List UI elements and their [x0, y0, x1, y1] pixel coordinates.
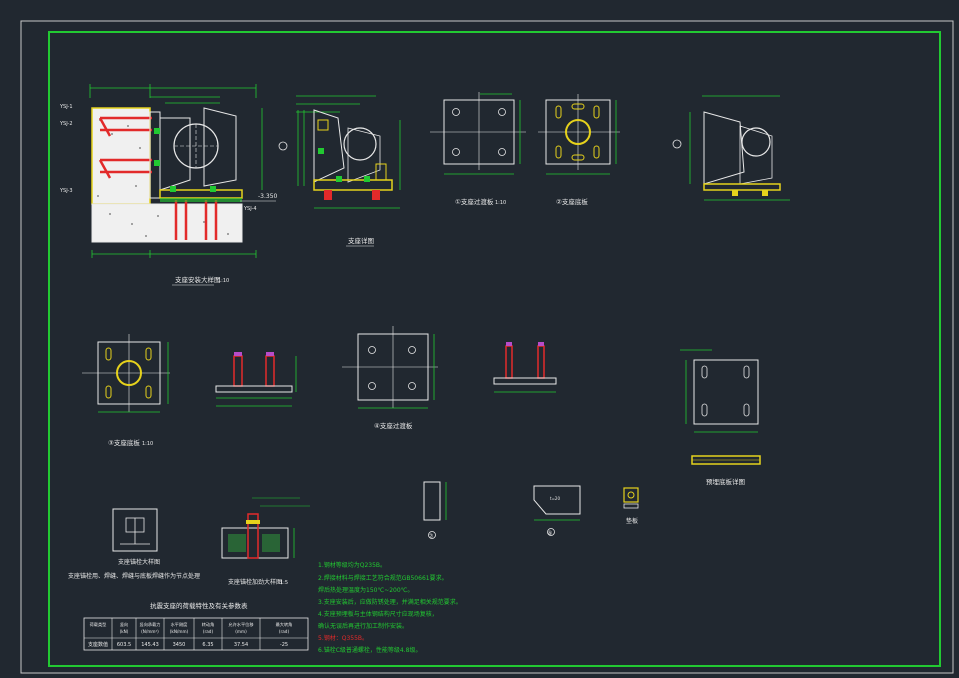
- parameter-table: 抗震支座的荷载特性及有关参数表 荷载类型 竖向 (kN) 竖向承载力(N/mm²) 水平…: [83, 601, 309, 651]
- svg-text:YSJ-4: YSJ-4: [243, 206, 257, 212]
- seal-detail-view: 支座锚栓大样图 支座锚栓用、焊缝、焊缝与底板焊缝作为节点处理: [68, 508, 200, 580]
- table-cell: 37.54: [234, 642, 248, 648]
- title-bolt-pocket: 支座锚栓加劲大样图: [228, 578, 282, 586]
- caption-note: 支座锚栓用、焊缝、焊缝与底板焊缝作为节点处理: [68, 572, 200, 580]
- pipe-section-3: [741, 127, 771, 157]
- svg-text:YSJ-1: YSJ-1: [59, 104, 73, 110]
- drawing-frame: [48, 31, 941, 667]
- scale-bolt-pocket: 1:5: [280, 580, 288, 586]
- note-1: 1.钢材等级均为Q235B。: [318, 561, 386, 569]
- table-header-cell: 荷载类型: [90, 621, 107, 628]
- side-detail-view: [672, 95, 790, 201]
- plate-1-plan-view: ①支座过渡板 1:10: [430, 92, 526, 206]
- table-header-cell: 最大转角: [276, 621, 293, 628]
- concrete-base: [91, 203, 243, 243]
- plate-2-plan-view: ②支座底板: [538, 94, 620, 206]
- scale-plate-a: 1:10: [495, 200, 506, 206]
- pipe-section-2: [343, 127, 377, 161]
- table-header-cell: (rad): [279, 629, 290, 634]
- table-header-cell: (N/mm²): [141, 629, 159, 634]
- table-cell: 145.43: [141, 642, 159, 648]
- title-seal-detail: 支座锚栓大样图: [118, 558, 160, 566]
- title-washer: 垫板: [626, 517, 638, 525]
- table-header-cell: 水平刚度: [171, 621, 189, 628]
- title-plate-d: ④支座过渡板: [374, 421, 413, 430]
- table-header-cell: 转动角: [202, 621, 215, 628]
- svg-text:YSJ-3: YSJ-3: [59, 188, 73, 194]
- table-cell: 6.35: [202, 642, 213, 648]
- embed-plate-view: 预埋底板详图: [680, 349, 761, 486]
- bolt-elevation-1: [215, 352, 297, 407]
- bolt-elevation-2: [493, 342, 557, 393]
- stiffener-8-view: t=20 ⑧: [533, 485, 581, 537]
- support-detail-view: 支座详图: [278, 95, 401, 247]
- table-header-cell: (rad): [203, 629, 214, 634]
- table-header-cell: (kN/mm): [170, 629, 189, 634]
- plate-4-plan-view: ④支座过渡板: [342, 326, 438, 430]
- title-support-elevation: 支座安装大样图: [175, 275, 221, 284]
- note-8: 6.锚栓C级普通螺栓，性能等级4.8级。: [318, 646, 421, 654]
- note-7: 5.钢材：Q355B。: [318, 634, 368, 642]
- table-header-cell: 允许水平位移: [228, 621, 253, 628]
- support-elevation-view: YSJ-1 YSJ-2 YSJ-3 YSJ-4 -3.350 支座安装大样图 1…: [59, 84, 278, 286]
- svg-text:YSJ-2: YSJ-2: [59, 121, 73, 127]
- table-header-cell: (mm): [235, 629, 247, 634]
- scale-support-elevation: 1:10: [218, 278, 229, 284]
- title-plate-c: ③支座底板: [108, 438, 140, 447]
- note-6: 确认无误后再进行加工制作安装。: [318, 622, 408, 630]
- note-2: 2.焊接材料与焊接工艺符合规范GB50661要求。: [318, 574, 448, 582]
- note-4: 3.支座安装后，应做防锈处理，并满足相关规范要求。: [318, 598, 462, 606]
- general-notes: 1.钢材等级均为Q235B。 2.焊接材料与焊接工艺符合规范GB50661要求。…: [318, 561, 462, 654]
- washer-view: 垫板: [623, 487, 639, 525]
- sheet-border: [20, 20, 954, 674]
- table-header-cell: 竖向承载力: [140, 621, 161, 628]
- scale-plate-c: 1:10: [142, 441, 153, 447]
- title-stiffener-7: ⑦: [428, 533, 434, 540]
- title-plate-b: ②支座底板: [556, 197, 588, 206]
- plate-3-plan-view: ③支座底板 1:10: [82, 334, 170, 447]
- stiffener-7-view: ⑦: [423, 481, 447, 540]
- title-plate-a: ①支座过渡板: [455, 197, 494, 206]
- title-stiffener-8: ⑧: [547, 530, 552, 537]
- table-cell: -25: [280, 642, 288, 648]
- table-cell: 支座数值: [88, 641, 108, 648]
- table-header-cell: (kN): [120, 629, 129, 634]
- table-cell: 603.5: [117, 642, 131, 648]
- title-embed-plate: 预埋底板详图: [706, 477, 745, 486]
- note-3: 焊后热处理温度为150℃~200℃。: [318, 586, 413, 594]
- concrete-column: [91, 107, 151, 205]
- note-5: 4.支座预埋板与主体钢结构尺寸应现场复核，: [318, 610, 438, 618]
- bolt-pocket-view: 支座锚栓加劲大样图 1:5: [221, 497, 310, 586]
- table-title: 抗震支座的荷载特性及有关参数表: [150, 601, 248, 610]
- svg-text:t=20: t=20: [550, 496, 560, 501]
- table-cell: 3450: [173, 642, 186, 648]
- svg-text:-3.350: -3.350: [258, 193, 278, 200]
- table-header-cell: 竖向: [120, 621, 128, 627]
- title-support-detail: 支座详图: [348, 236, 374, 245]
